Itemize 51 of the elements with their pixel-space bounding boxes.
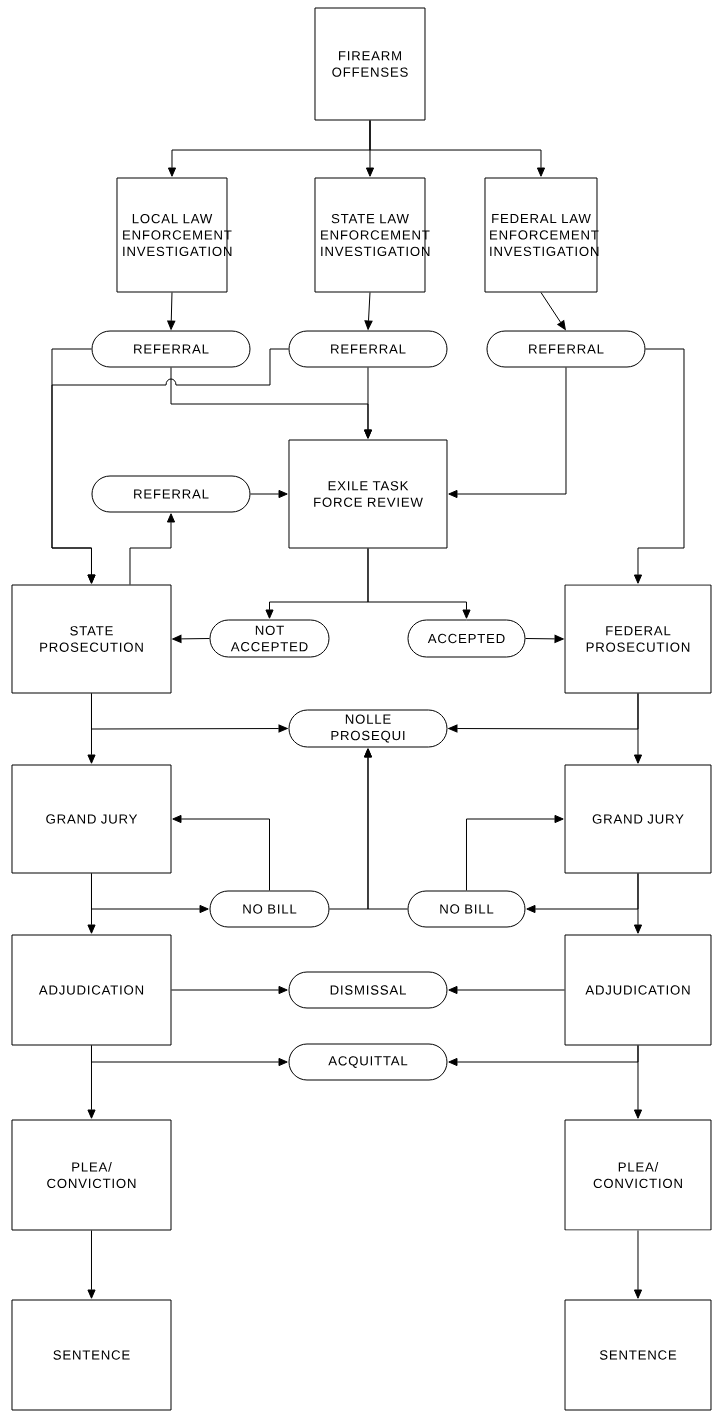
arrow [87,1045,96,1119]
arrow [171,985,288,995]
arrow [129,513,176,585]
arrow [540,292,566,330]
process-box: FIREARM OFFENSES [314,7,426,121]
arrow [525,634,564,643]
arrow [633,348,685,584]
arrow [87,693,96,764]
process-box: PLEA/ CONVICTION [11,1119,172,1231]
rounded-box: NOLLE PROSEQUI [288,709,448,748]
process-box: FEDERAL PROSECUTION [564,584,712,694]
process-box: SENTENCE [564,1299,712,1411]
rounded-box: REFERRAL [91,475,251,513]
arrow [87,873,96,934]
process-box: GRAND JURY [564,764,712,874]
arrow [448,985,565,995]
arrow [364,292,373,330]
rounded-box: REFERRAL [486,330,646,368]
arrow [633,873,643,934]
process-box: GRAND JURY [11,764,172,874]
process-box: STATE PROSECUTION [11,584,172,694]
arrow [367,548,471,619]
rounded-box: REFERRAL [288,330,448,368]
rounded-box: REFERRAL [91,330,251,368]
arrow [363,367,373,439]
process-box: LOCAL LAW ENFORCEMENT INVESTIGATION [116,177,232,293]
process-box: EXILE TASK FORCE REVIEW [288,439,448,549]
process-box: SENTENCE [11,1299,172,1411]
arrow [448,367,567,499]
rounded-box: NO BILL [407,890,526,928]
rounded-box: ACCEPTED [407,619,526,658]
process-box: ADJUDICATION [11,934,172,1046]
arrow [363,748,408,910]
arrow [633,1230,643,1299]
arrow [633,1045,643,1119]
process-box: PLEA/ CONVICTION [564,1119,712,1231]
rounded-box: ACQUITTAL [288,1043,448,1081]
process-box: STATE LAW ENFORCEMENT INVESTIGATION [314,177,430,293]
arrow [172,814,270,891]
arrow [167,292,176,330]
arrow [466,814,564,891]
arrow [369,120,546,177]
rounded-box: NO BILL [209,890,330,928]
arrow [250,489,288,499]
rounded-box: NOT ACCEPTED [209,619,330,658]
arrow [87,1230,96,1299]
process-box: FEDERAL LAW ENFORCEMENT INVESTIGATION [484,177,599,293]
rounded-box: DISMISSAL [288,971,448,1009]
arrow [633,693,643,764]
arrow [172,634,210,643]
process-box: ADJUDICATION [564,934,712,1046]
